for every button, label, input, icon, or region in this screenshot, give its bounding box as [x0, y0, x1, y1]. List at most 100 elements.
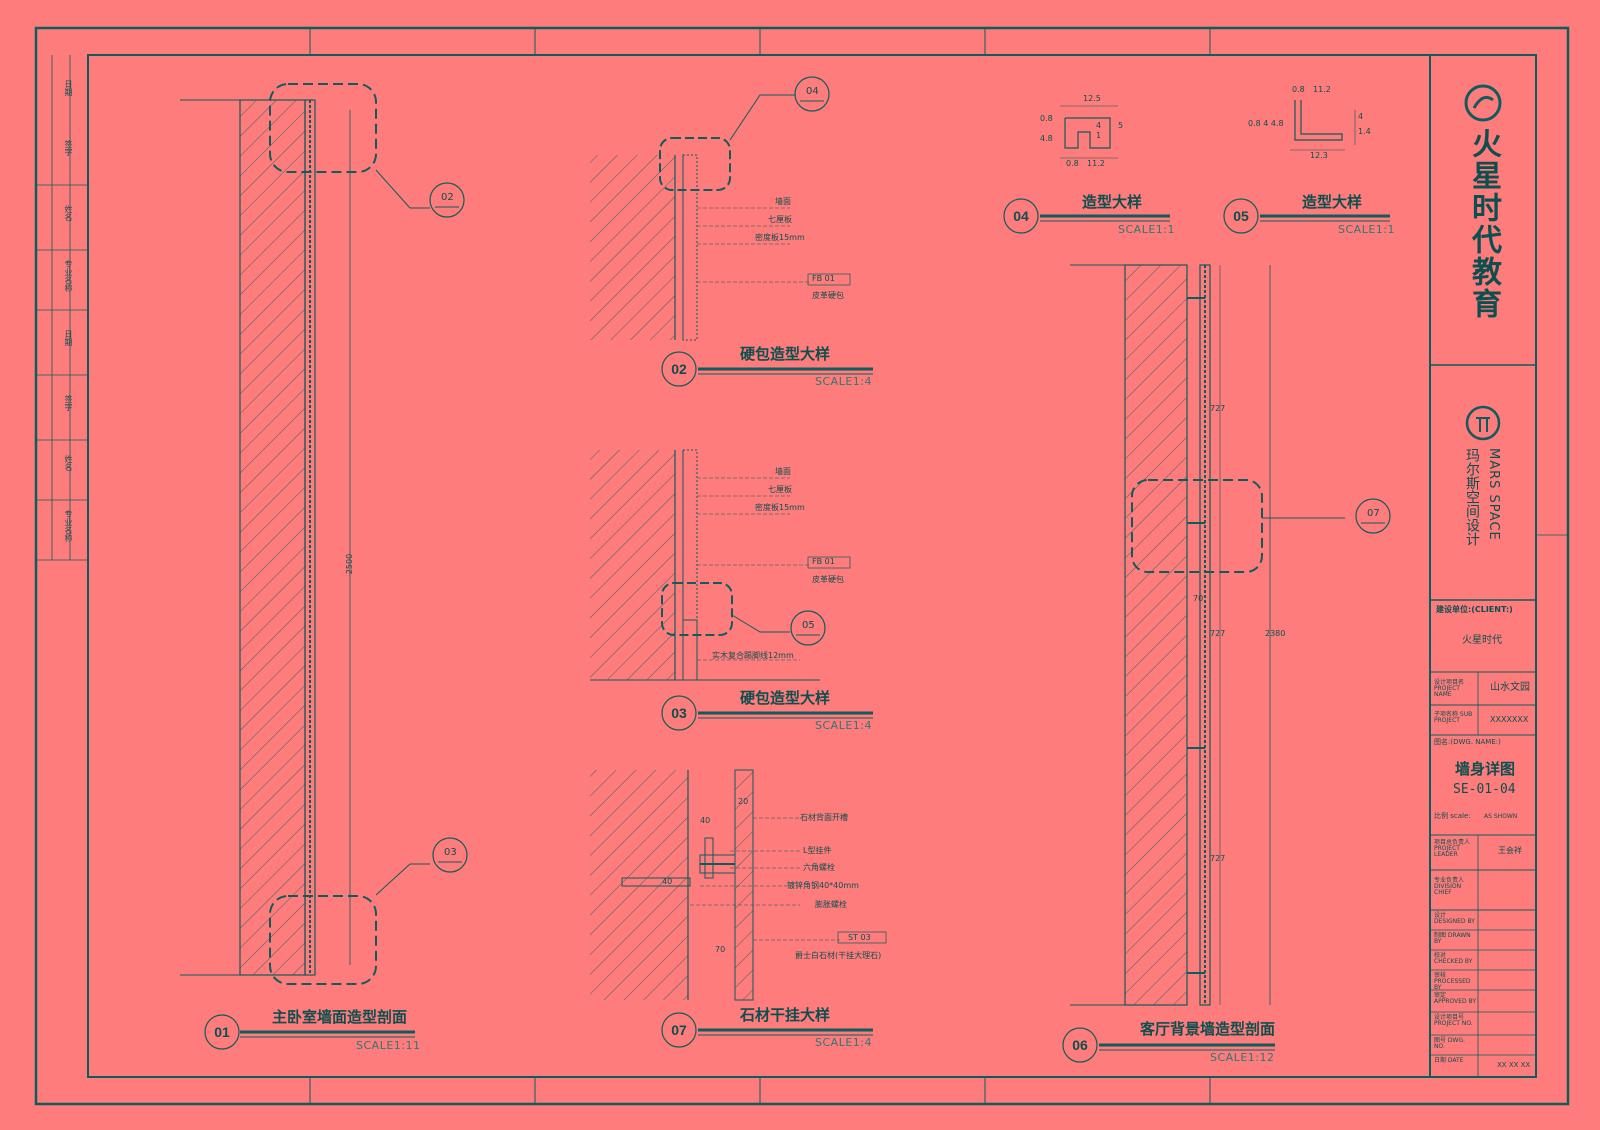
strip-b-date: 日期 — [64, 330, 73, 346]
checked-by-label: 校对 CHECKED BY — [1434, 952, 1473, 965]
detail-06-title: 客厅背景墙造型剖面 — [1140, 1020, 1276, 1038]
detail-02-title: 硬包造型大样 — [740, 345, 831, 363]
detail-02-scale: SCALE1:4 — [815, 375, 872, 388]
detail-01-scale: SCALE1:11 — [356, 1039, 421, 1052]
designed-by-label: 设计 DESIGNED BY — [1434, 912, 1475, 925]
strip-b-sign: 签字 — [64, 395, 73, 411]
detail-04-scale: SCALE1:1 — [1118, 223, 1175, 236]
project-name-value: 山水文园 — [1490, 682, 1530, 693]
detail-03-title: 硬包造型大样 — [740, 689, 831, 707]
d04-dim-8: 5 — [1118, 121, 1124, 130]
scale-value: AS SHOWN — [1484, 813, 1518, 820]
detail-04-number: 04 — [1013, 208, 1029, 224]
d05-dim-5: 1.4 — [1358, 127, 1371, 136]
callout-07: 07 — [1367, 508, 1380, 519]
d03-note-3: 密度板15mm — [755, 503, 805, 512]
strip-b-discipline: 专业名称 — [64, 510, 73, 542]
date-value: XX XX XX — [1497, 1061, 1531, 1069]
sub-project-value: XXXXXXX — [1490, 715, 1529, 724]
d07-note-5: 膨胀螺栓 — [815, 900, 847, 909]
d07-note-3: 六角螺栓 — [803, 863, 835, 872]
brand-english: MARS SPACE — [1486, 448, 1501, 541]
date-label: 日期 DATE — [1434, 1057, 1464, 1064]
d07-dim-4: 70 — [715, 945, 726, 954]
detail-05-drawing — [1223, 100, 1390, 234]
outer-frame — [34, 26, 1570, 1106]
d06-dim-3: 727 — [1210, 854, 1226, 863]
detail-07-title: 石材干挂大样 — [740, 1006, 831, 1024]
d05-dim-4: 4 — [1358, 112, 1364, 121]
d02-note-3: 密度板15mm — [755, 233, 805, 242]
detail-03-scale: SCALE1:4 — [815, 719, 872, 732]
processed-by-label: 审核 PROCESSED BY — [1434, 972, 1471, 991]
d06-dim-2: 727 — [1210, 629, 1226, 638]
d07-note-1: 石材背面开槽 — [800, 813, 848, 822]
d04-dim-6: 4 — [1096, 121, 1102, 130]
left-signature-strip — [36, 55, 88, 561]
d03-note-1: 墙面 — [775, 467, 791, 476]
d02-note-1: 墙面 — [775, 197, 791, 206]
d07-dim-2: 40 — [662, 877, 673, 886]
drawing-name: 墙身详图 — [1455, 760, 1516, 778]
detail-07-drawing — [590, 769, 887, 1048]
callout-02: 02 — [441, 192, 454, 203]
approved-by-label: 审定 APPROVED BY — [1434, 992, 1477, 1005]
detail-01-number: 01 — [214, 1024, 230, 1040]
detail-02-drawing — [590, 76, 873, 387]
d05-dim-3: 12.3 — [1310, 151, 1328, 160]
callout-04: 04 — [806, 86, 819, 97]
company-logo-icon — [1464, 84, 1502, 122]
d06-dim-4: 70 — [1193, 594, 1204, 603]
d06-dim-1: 727 — [1210, 404, 1226, 413]
detail-03-drawing — [590, 449, 873, 731]
d04-dim-1: 12.5 — [1083, 94, 1101, 103]
d05-dim-1: 0.8 — [1292, 85, 1305, 94]
detail-06-scale: SCALE1:12 — [1210, 1051, 1275, 1064]
d04-dim-2: 4.8 — [1040, 134, 1053, 143]
detail-07-scale: SCALE1:4 — [815, 1036, 872, 1049]
strip-a-date: 日期 — [64, 80, 73, 96]
scale-label: 比例 scale: — [1434, 812, 1471, 820]
d03-note-2: 七厘板 — [768, 485, 792, 494]
project-leader-value: 王会祥 — [1498, 846, 1522, 855]
d04-dim-4: 11.2 — [1087, 159, 1105, 168]
drawing-name-label: 图名:(DWG. NAME:) — [1434, 738, 1501, 746]
drawn-by-label: 制图 DRAWN BY — [1434, 932, 1471, 945]
project-name-label: 设计项目名 PROJECT NAME — [1434, 679, 1465, 698]
d05-dim-2: 11.2 — [1313, 85, 1331, 94]
title-block-frame — [1429, 54, 1568, 1078]
company-name: 火星时代教育 — [1466, 128, 1501, 320]
detail-06-number: 06 — [1072, 1037, 1088, 1053]
d05-dim-6: 0.8 4 4.8 — [1248, 119, 1284, 128]
d07-note-4: 镀锌角钢40*40mm — [787, 881, 859, 890]
project-leader-label: 项目总负责人 PROJECT LEADER — [1434, 839, 1471, 858]
detail-04-title: 造型大样 — [1082, 193, 1143, 211]
detail-04-drawing — [1003, 105, 1170, 234]
d07-tag: ST 03 — [848, 933, 871, 942]
d07-note-6: 爵士白石材(干挂大理石) — [795, 951, 882, 960]
d03-note-4: 皮革硬包 — [812, 575, 844, 584]
d03-tag: FB 01 — [812, 557, 835, 566]
detail-01-title: 主卧室墙面造型剖面 — [272, 1008, 408, 1026]
client-value: 火星时代 — [1462, 635, 1502, 646]
d03-note-5: 实木复合踢脚线12mm — [712, 651, 794, 660]
d07-dim-3: 20 — [738, 797, 749, 806]
detail-05-title: 造型大样 — [1302, 193, 1363, 211]
sub-project-label: 子项名称 SUB PROJECT — [1434, 711, 1473, 724]
d02-note-4: 皮革硬包 — [812, 291, 844, 300]
d04-dim-3: 0.8 — [1066, 159, 1079, 168]
detail-01-dimension: 2500 — [345, 553, 355, 575]
brand-chinese: 玛尔斯空间设计 — [1464, 448, 1480, 546]
strip-b-name: 姓名 — [64, 455, 73, 471]
strip-a-discipline: 专业名称 — [64, 260, 73, 292]
d04-dim-5: 0.8 — [1040, 114, 1053, 123]
strip-a-name: 姓名 — [64, 205, 73, 221]
drawing-number-label: 图号 DWG. NO. — [1434, 1037, 1466, 1050]
mars-space-logo-icon — [1465, 405, 1501, 441]
project-number-label: 设计项目号 PROJECT NO. — [1434, 1014, 1473, 1027]
d04-dim-7: 1 — [1096, 131, 1102, 140]
d02-tag: FB 01 — [812, 274, 835, 283]
callout-03: 03 — [444, 847, 457, 858]
d02-note-2: 七厘板 — [768, 215, 792, 224]
